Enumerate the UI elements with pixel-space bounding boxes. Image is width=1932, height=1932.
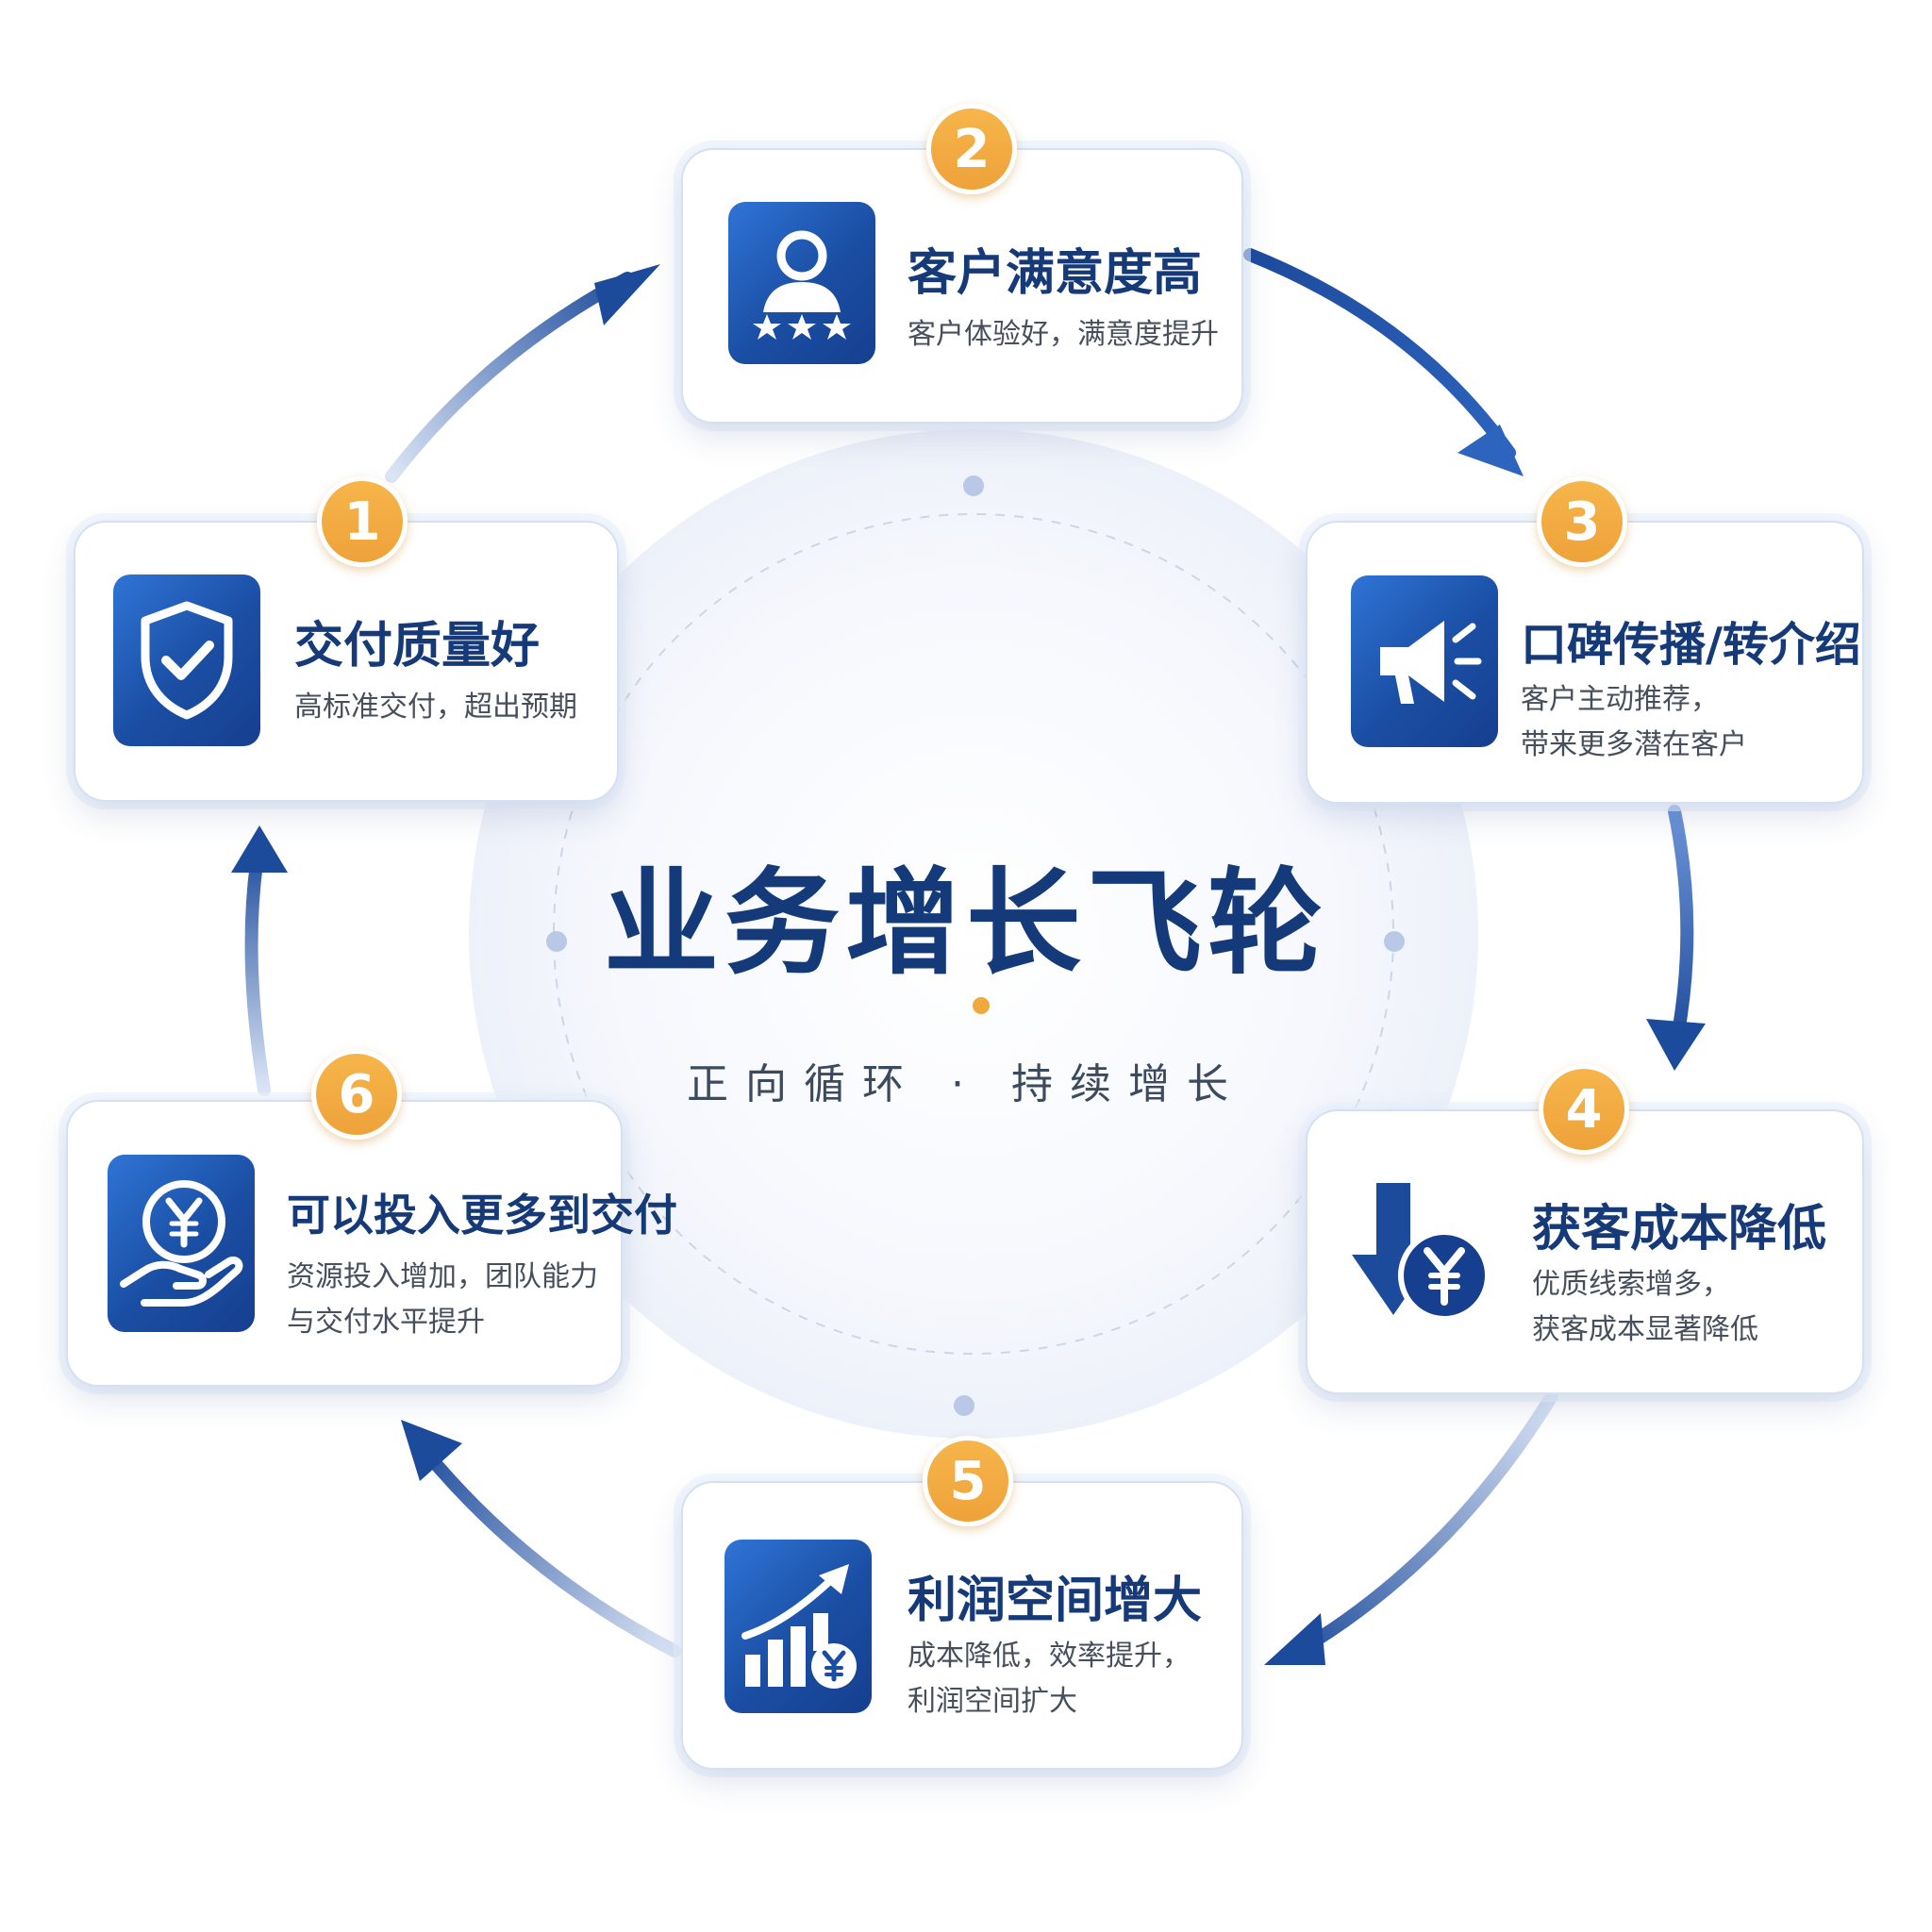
arrow-5-to-6 bbox=[420, 1446, 681, 1657]
arrow-head-3-to-4 bbox=[1646, 1019, 1706, 1071]
step-title-5: 利润空间增大 bbox=[908, 1573, 1203, 1629]
step-card-6: 可以投入更多到交付 资源投入增加，团队能力 与交付水平提升 bbox=[66, 1100, 677, 1387]
ring-dot-top bbox=[963, 475, 984, 496]
step-badge-4: 4 bbox=[1539, 1064, 1629, 1155]
arrow-head-4-to-5 bbox=[1264, 1613, 1325, 1665]
ring-dot-bottom bbox=[954, 1395, 974, 1416]
arrow-1-to-2 bbox=[385, 272, 634, 483]
step-desc-2-line-1: 客户体验好，满意度提升 bbox=[908, 318, 1219, 351]
ring-dot-right bbox=[1384, 931, 1405, 952]
arrow-6-to-1 bbox=[244, 857, 271, 1096]
step-card-4: 获客成本降低 优质线索增多， 获客成本显著降低 bbox=[1306, 1109, 1864, 1394]
flywheel-title: 业务增长飞轮 bbox=[604, 857, 1328, 991]
step-badge-2: 2 bbox=[926, 104, 1017, 194]
user-stars-icon bbox=[728, 202, 875, 364]
step-badge-6: 6 bbox=[311, 1049, 402, 1140]
step-desc-4-line-1: 优质线索增多， bbox=[1532, 1268, 1730, 1301]
center-glow bbox=[469, 429, 1478, 1439]
down-arrow-yen-icon bbox=[1345, 1168, 1492, 1340]
arrow-head-6-to-1 bbox=[231, 825, 288, 873]
arrow-head-2-to-3 bbox=[1457, 425, 1524, 476]
step-badge-3: 3 bbox=[1537, 476, 1627, 567]
step-desc-1-line-1: 高标准交付，超出预期 bbox=[294, 691, 577, 724]
step-desc-6-line-2: 与交付水平提升 bbox=[287, 1306, 485, 1339]
flywheel-subtitle: 正向循环 · 持续增长 bbox=[687, 1060, 1245, 1108]
megaphone-icon bbox=[1351, 575, 1498, 747]
arrow-head-5-to-6 bbox=[401, 1420, 462, 1481]
arrow-3-to-4 bbox=[1668, 805, 1694, 1044]
arrow-2-to-3 bbox=[1243, 248, 1516, 459]
step-badge-5: 5 bbox=[923, 1436, 1013, 1526]
growth-chart-yen-icon bbox=[724, 1540, 872, 1713]
shield-check-icon bbox=[113, 575, 260, 746]
step-card-3: 口碑传播/转介绍 客户主动推荐， 带来更多潜在客户 bbox=[1306, 521, 1864, 804]
step-title-6: 可以投入更多到交付 bbox=[287, 1190, 677, 1241]
step-desc-5-line-2: 利润空间扩大 bbox=[908, 1685, 1077, 1718]
step-desc-4-line-2: 获客成本显著降低 bbox=[1532, 1313, 1758, 1346]
step-card-1: 交付质量好 高标准交付，超出预期 bbox=[74, 521, 619, 802]
step-desc-3-line-1: 客户主动推荐， bbox=[1521, 683, 1719, 716]
hand-coin-icon bbox=[108, 1155, 255, 1332]
center-divider-dot bbox=[973, 997, 990, 1014]
arrow-head-1-to-2 bbox=[594, 264, 660, 325]
ring-dot-left bbox=[546, 931, 567, 952]
step-title-4: 获客成本降低 bbox=[1532, 1201, 1827, 1257]
step-title-2: 客户满意度高 bbox=[908, 245, 1203, 302]
step-title-3: 口碑传播/转介绍 bbox=[1521, 618, 1861, 672]
step-badge-1: 1 bbox=[317, 476, 408, 567]
step-card-5: 利润空间增大 成本降低，效率提升， 利润空间扩大 bbox=[681, 1481, 1243, 1770]
step-desc-3-line-2: 带来更多潜在客户 bbox=[1521, 728, 1747, 761]
arrow-4-to-5 bbox=[1300, 1390, 1558, 1653]
step-title-1: 交付质量好 bbox=[294, 618, 541, 675]
step-desc-6-line-1: 资源投入增加，团队能力 bbox=[287, 1260, 598, 1293]
step-desc-5-line-1: 成本降低，效率提升， bbox=[908, 1640, 1191, 1673]
step-card-2: 客户满意度高 客户体验好，满意度提升 bbox=[681, 148, 1243, 424]
